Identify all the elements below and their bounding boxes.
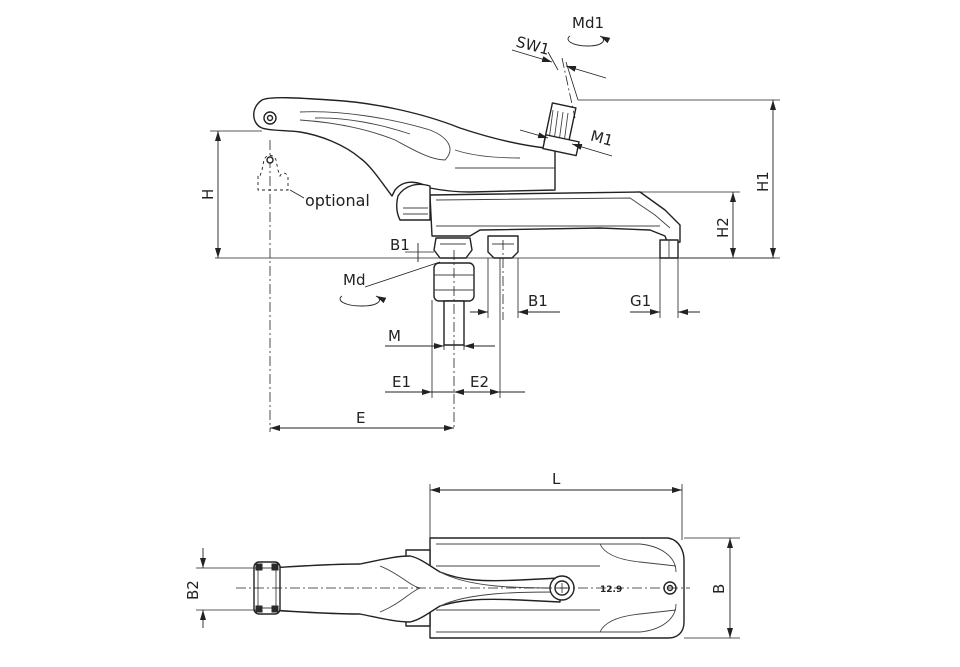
- label-optional: optional: [305, 191, 370, 210]
- hand-lever: [253, 96, 556, 197]
- label-e1: E1: [392, 373, 411, 391]
- side-view: Md1 SW1 M1 H1 H optional H2 B1 Md B1 G1 …: [199, 14, 780, 432]
- clamp-body: [429, 191, 681, 245]
- label-h1: H1: [754, 171, 772, 192]
- label-md1: Md1: [572, 14, 604, 32]
- label-m: M: [388, 327, 401, 345]
- label-bolt-grade: 12.9: [600, 585, 622, 595]
- label-b1-bottom: B1: [528, 292, 548, 310]
- label-sw1: SW1: [514, 33, 551, 59]
- contact-pad: [433, 237, 473, 259]
- label-b1-top: B1: [390, 236, 410, 254]
- label-l: L: [552, 470, 561, 488]
- lever-top-view: [269, 555, 561, 623]
- top-view: 12.9 L B2 B: [184, 470, 740, 639]
- label-m1: M1: [589, 127, 615, 150]
- label-h: H: [199, 189, 217, 200]
- label-md: Md: [343, 271, 365, 289]
- optional-hook: [257, 155, 305, 199]
- label-h2: H2: [714, 217, 732, 238]
- label-b: B: [710, 584, 728, 594]
- label-b2: B2: [184, 580, 202, 600]
- label-g1: G1: [630, 292, 651, 310]
- label-e2: E2: [470, 373, 489, 391]
- label-e: E: [356, 409, 365, 427]
